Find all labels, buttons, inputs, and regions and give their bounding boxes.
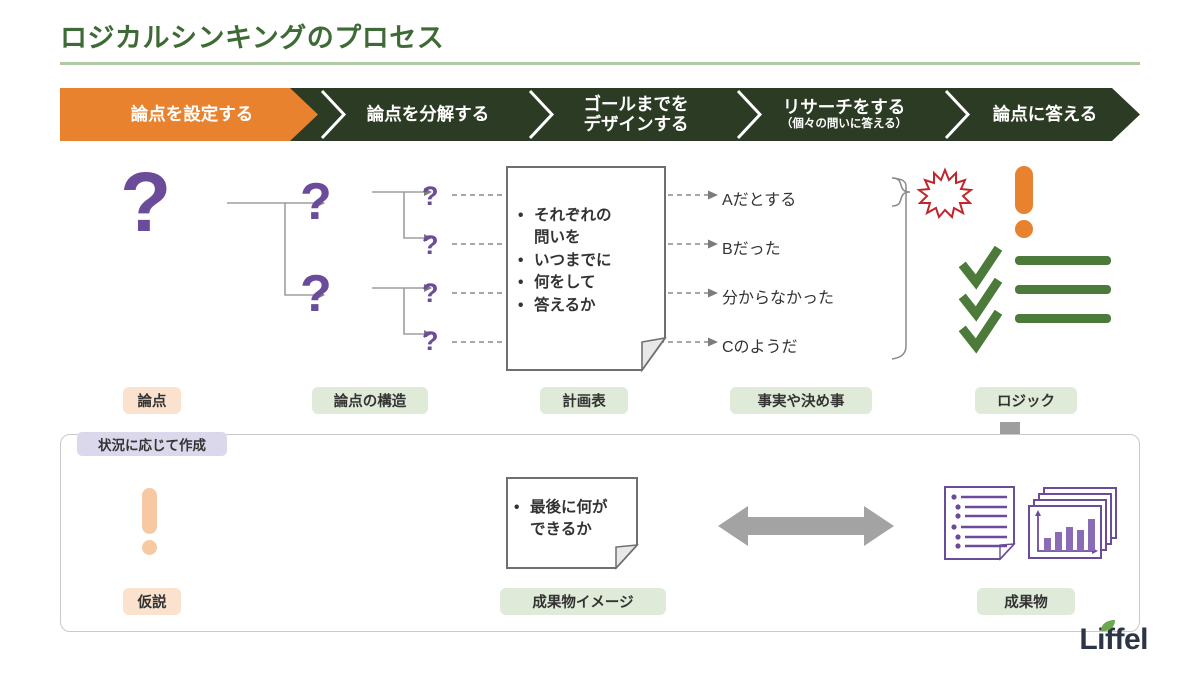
deliverable-image-document — [506, 477, 639, 570]
title-underline — [60, 62, 1140, 65]
deliverable-icons — [944, 486, 1117, 561]
process-band: 論点を設定する 論点を分解する ゴールまでを デザインする リサーチをする （個… — [60, 88, 1140, 141]
issue-question-root: ? — [120, 155, 172, 249]
bullet-dot: • — [518, 296, 524, 314]
hypothesis-exclamation-icon — [140, 488, 162, 556]
stage-label-plan: 計画表 — [540, 387, 628, 414]
research-result-2: Bだった — [722, 241, 781, 258]
process-step-3[interactable]: ゴールまでを デザインする — [534, 88, 738, 141]
brand-logo: Liffel — [1079, 620, 1148, 657]
research-result-4: Cのようだ — [722, 339, 798, 356]
process-step-5[interactable]: 論点に答える — [950, 88, 1140, 141]
issue-question-l3-1: ? — [422, 181, 439, 211]
process-step-2-label: 論点を分解する — [366, 103, 490, 124]
issue-question-l3-2: ? — [422, 230, 439, 260]
plan-line-2: 問いを — [534, 229, 581, 247]
process-step-4-sublabel: （個々の問いに答える） — [780, 118, 908, 131]
logic-exclamation-icon — [1013, 166, 1035, 238]
deliverable-image-text: •最後に何が できるか — [514, 497, 640, 542]
bullet-dot: • — [518, 274, 524, 292]
logic-check-icons — [958, 245, 1003, 354]
issue-question-l2-1: ? — [300, 173, 332, 231]
process-step-4-label: リサーチをする — [782, 96, 906, 117]
logic-bar-2 — [1015, 285, 1111, 294]
label-deliverable: 成果物 — [977, 588, 1075, 615]
issue-question-l2-2: ? — [300, 265, 332, 323]
plan-line-3: •いつまでに — [518, 250, 668, 272]
process-step-4[interactable]: リサーチをする （個々の問いに答える） — [742, 88, 946, 141]
stage-label-issue: 論点 — [123, 387, 181, 414]
stage-label-facts: 事実や決め事 — [730, 387, 872, 414]
page-title: ロジカルシンキングのプロセス — [60, 23, 445, 53]
bullet-dot: • — [514, 499, 520, 516]
issue-tree-connectors — [227, 199, 325, 299]
leaf-icon — [1101, 620, 1116, 632]
research-result-3: 分からなかった — [722, 290, 835, 307]
plan-line-5: •答えるか — [518, 295, 668, 317]
double-arrow-icon — [718, 506, 894, 546]
plan-document-text: •それぞれの 問いを •いつまでに •何をして •答えるか — [518, 205, 668, 317]
process-step-1-label: 論点を設定する — [130, 103, 254, 124]
bullet-dot: • — [518, 207, 524, 224]
issue-question-l3-3: ? — [422, 278, 439, 308]
stage-label-logic: ロジック — [975, 387, 1077, 414]
process-step-5-label: 論点に答える — [992, 103, 1098, 124]
plan-line-1: •それぞれの — [518, 205, 668, 227]
process-step-1[interactable]: 論点を設定する — [66, 88, 318, 141]
process-step-3-label: ゴールまでを — [583, 93, 689, 114]
plan-line-4: •何をして — [518, 272, 668, 294]
brand-logo-text: Liffel — [1079, 623, 1148, 656]
burst-icon — [916, 167, 974, 219]
issue-question-l3-4: ? — [422, 326, 439, 356]
label-deliverable-image: 成果物イメージ — [500, 588, 666, 615]
label-hypothesis: 仮説 — [123, 588, 181, 615]
results-brace — [891, 177, 911, 360]
plan-document — [506, 166, 667, 373]
panel-badge: 状況に応じて作成 — [77, 432, 227, 456]
process-step-3-label-line2: デザインする — [583, 113, 689, 134]
issue-tree-connectors-level2 — [372, 188, 432, 338]
bullet-dot: • — [518, 251, 524, 269]
research-result-1: Aだとする — [722, 192, 797, 209]
logic-bar-3 — [1015, 314, 1111, 323]
logic-bar-1 — [1015, 256, 1111, 265]
process-step-2[interactable]: 論点を分解する — [326, 88, 530, 141]
stage-label-structure: 論点の構造 — [312, 387, 428, 414]
deliverable-line-2: できるか — [530, 521, 592, 539]
deliverable-line-1: •最後に何が — [514, 497, 640, 519]
process-band-shapes — [60, 88, 1140, 141]
